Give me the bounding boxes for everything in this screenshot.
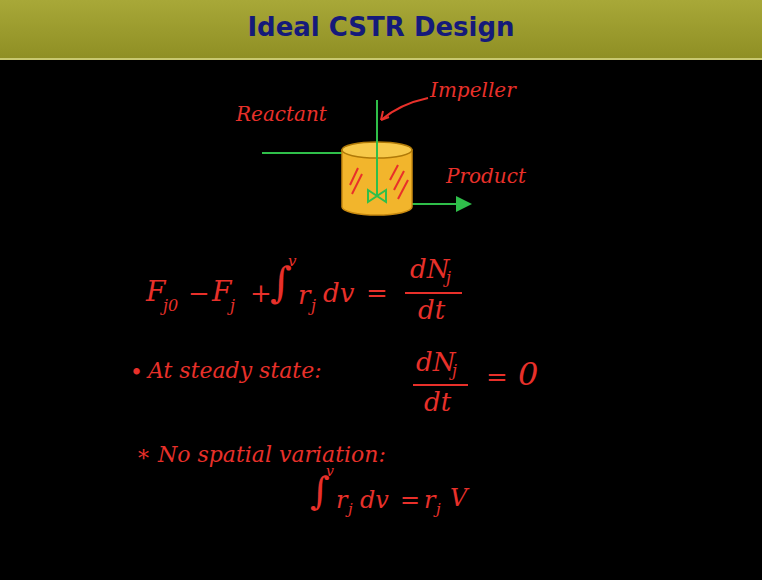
subscript: j	[436, 502, 441, 517]
operator: =	[400, 488, 420, 512]
bullet: •	[130, 362, 143, 384]
operator: =	[486, 364, 508, 390]
superscript: v	[326, 464, 334, 478]
inlet-line	[262, 152, 343, 154]
note: At steady state:	[148, 360, 322, 382]
symbol: dt	[424, 389, 451, 415]
fraction-bar	[405, 292, 462, 294]
superscript: v	[288, 254, 296, 269]
number: 0	[518, 358, 538, 390]
subscript: j	[452, 363, 457, 379]
operator: +	[250, 280, 272, 306]
leader-line	[381, 98, 428, 120]
symbol: dN	[410, 256, 449, 282]
symbol: F	[212, 278, 231, 306]
annotation: Reactant	[236, 104, 327, 124]
subscript: j	[446, 270, 451, 286]
annotation: Product	[446, 166, 526, 186]
impeller-blades	[368, 190, 386, 202]
symbol: F	[146, 278, 165, 306]
symbol: dN	[416, 349, 455, 375]
symbol: dv	[360, 488, 389, 512]
operator: −	[188, 280, 210, 306]
subscript: j	[348, 502, 353, 517]
bullet: *	[138, 448, 149, 470]
fraction-bar	[413, 384, 468, 386]
operator: =	[366, 280, 388, 306]
note: No spatial variation:	[158, 444, 386, 466]
outlet-line	[412, 203, 470, 205]
slide-title: Ideal CSTR Design	[0, 12, 762, 42]
symbol: r	[336, 488, 347, 512]
symbol: dt	[418, 297, 445, 323]
subscript: j0	[163, 298, 178, 314]
symbol: r	[424, 488, 435, 512]
impeller-shaft	[376, 100, 378, 197]
symbol: V	[450, 486, 467, 510]
annotation: Impeller	[430, 80, 516, 100]
leader-arrowhead	[381, 111, 389, 120]
symbol: r	[298, 282, 310, 308]
subscript: j	[311, 298, 316, 314]
subscript: j	[230, 298, 235, 314]
symbol: dv	[323, 280, 354, 306]
